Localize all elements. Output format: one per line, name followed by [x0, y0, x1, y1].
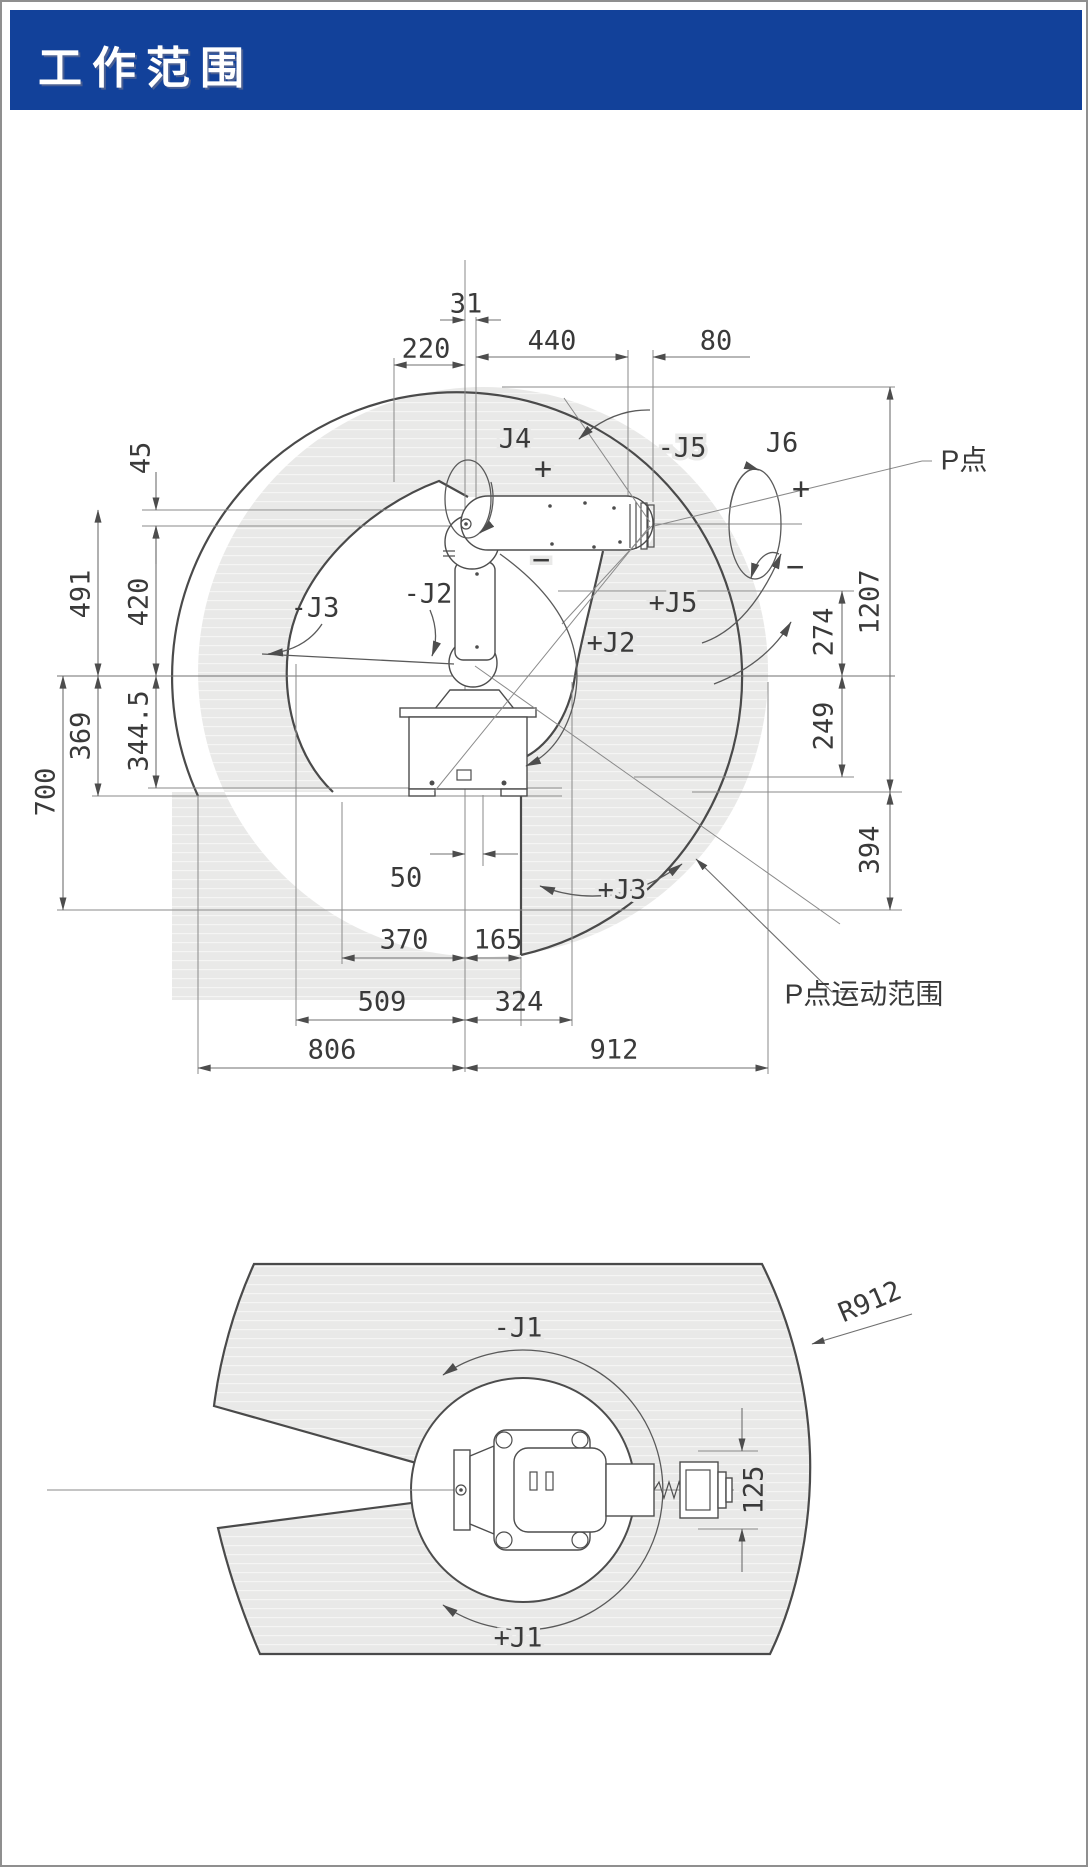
j4-rotation-ellipse	[444, 459, 492, 539]
dim-1207: 1207	[855, 569, 886, 634]
title-banner: 工作范围	[10, 10, 1082, 110]
robot-base-foot-left	[408, 788, 436, 797]
dim-31: 31	[450, 289, 483, 320]
joint-annotations	[261, 397, 932, 1345]
dim-80: 80	[700, 326, 733, 357]
robot-top-turret	[513, 1447, 607, 1533]
dim-324: 324	[495, 987, 544, 1018]
envelope-outer-arc	[171, 391, 744, 957]
j5-plus-arc	[701, 553, 782, 644]
dim-344-5: 344.5	[124, 690, 155, 771]
j3-minus-arrow	[267, 623, 323, 657]
label-j3-plus: +J3	[598, 875, 647, 906]
dim-274: 274	[809, 608, 840, 657]
page-title: 工作范围	[38, 44, 254, 93]
label-j5-plus: +J5	[649, 588, 698, 619]
j6-plus-sign: +	[792, 472, 810, 507]
j3-plus-arc	[539, 863, 683, 897]
dim-50: 50	[390, 863, 423, 894]
robot-base-foot-right	[500, 788, 528, 797]
work-envelope-shading	[172, 387, 769, 1000]
label-j6: J6	[766, 428, 799, 459]
robot-side-view	[399, 495, 655, 797]
label-j2-plus: +J2	[587, 628, 636, 659]
extension-lines	[57, 260, 902, 1074]
label-p-point: P点	[941, 445, 988, 476]
side-view-labels: 31 220 440 80 45 491 420 369 344.5 700 1…	[31, 289, 988, 1066]
dim-220: 220	[402, 334, 451, 365]
dim-700: 700	[31, 768, 62, 817]
dim-125: 125	[739, 1466, 770, 1515]
label-j1-minus: -J1	[494, 1313, 543, 1344]
label-p-range: P点运动范围	[785, 979, 944, 1010]
dim-912: 912	[590, 1035, 639, 1066]
label-r912: R912	[834, 1275, 906, 1329]
robot-top-arm	[605, 1463, 655, 1517]
dim-370: 370	[380, 925, 429, 956]
dim-45: 45	[126, 442, 157, 475]
label-j4: J4	[499, 424, 532, 455]
robot-base-body	[408, 716, 528, 790]
dimension-lines	[59, 316, 894, 1072]
robot-base-flange	[399, 707, 537, 718]
label-j2-minus: -J2	[404, 579, 453, 610]
dim-440: 440	[528, 326, 577, 357]
robot-top-view	[453, 1429, 733, 1551]
dim-806: 806	[308, 1035, 357, 1066]
j2-plus-arc	[499, 553, 578, 767]
dim-491: 491	[66, 570, 97, 619]
dim-165: 165	[474, 925, 523, 956]
label-j5-minus: -J5	[658, 433, 707, 464]
robot-upper-arm	[454, 561, 496, 661]
r912-leader	[811, 1313, 913, 1345]
dim-249: 249	[809, 702, 840, 751]
p-range-leader	[695, 858, 833, 993]
j4-minus-sign: −	[532, 543, 550, 578]
envelope-inner-arc	[285, 479, 469, 793]
robot-forearm	[460, 495, 654, 551]
j6-minus-sign: −	[786, 550, 804, 585]
j2-minus-arrow	[429, 609, 442, 657]
label-j3-minus: -J3	[291, 593, 340, 624]
j5-minus-arc	[578, 409, 651, 440]
dim-509: 509	[358, 987, 407, 1018]
top-view: 125 -J1 +J1 R912	[47, 1262, 906, 1657]
label-j1-plus: +J1	[494, 1623, 543, 1654]
dim-394: 394	[855, 826, 886, 875]
dim-420: 420	[124, 578, 155, 627]
j4-plus-sign: +	[534, 452, 552, 487]
dim-369: 369	[66, 712, 97, 761]
